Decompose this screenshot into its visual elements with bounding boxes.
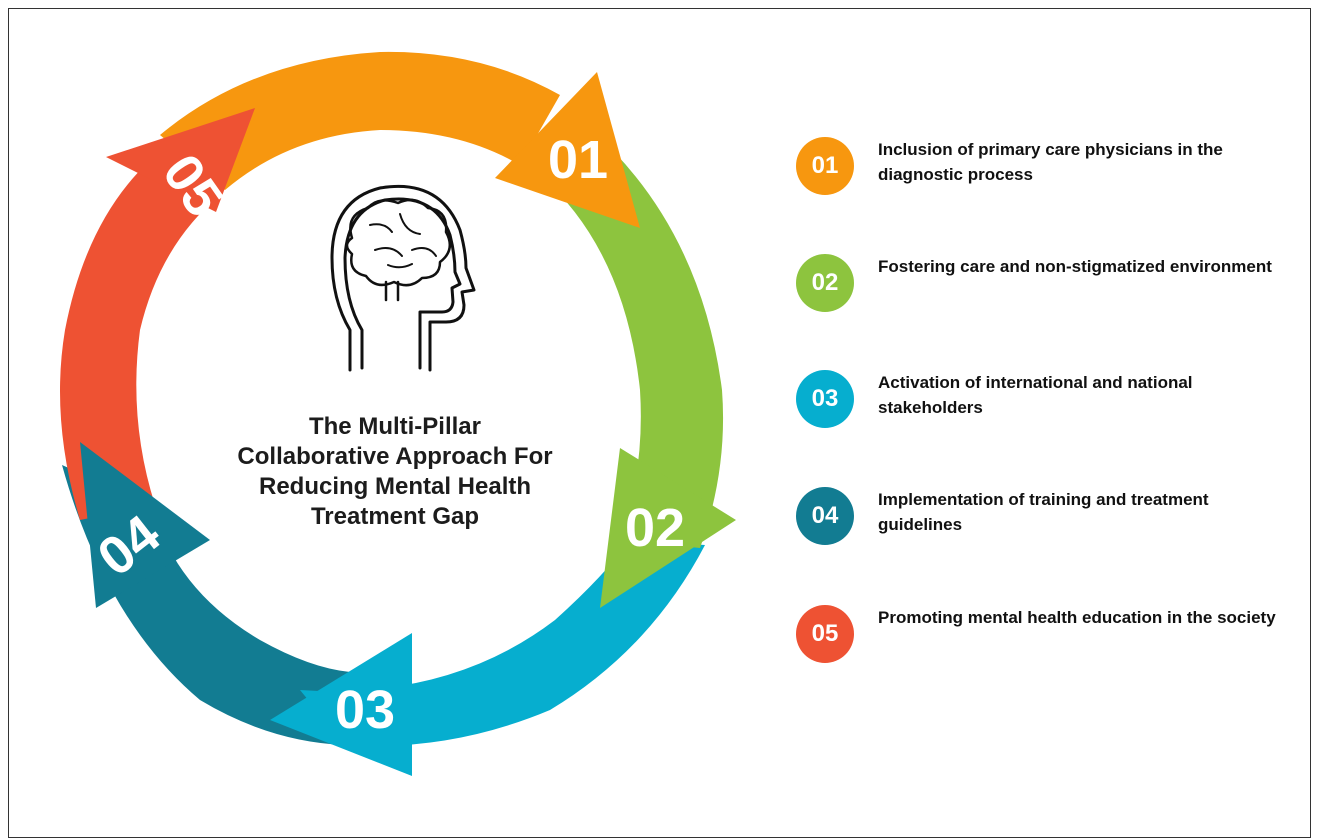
legend-text-03: Activation of international and national… bbox=[878, 373, 1193, 417]
arrowhead-01 bbox=[495, 72, 640, 228]
legend-text-05: Promoting mental health education in the… bbox=[878, 608, 1276, 627]
legend-badge-02: 02 bbox=[796, 254, 854, 312]
center-title-line-1: The Multi-Pillar bbox=[308, 413, 481, 440]
arrowhead-05 bbox=[106, 108, 255, 212]
legend-item-03: 03 Activation of international and natio… bbox=[796, 370, 1296, 434]
arrowhead-02 bbox=[600, 448, 736, 608]
ring-number-01: 01 bbox=[548, 130, 608, 190]
legend-text-04: Implementation of training and treatment… bbox=[878, 490, 1209, 534]
legend-item-04: 04 Implementation of training and treatm… bbox=[796, 487, 1296, 551]
legend-badge-04: 04 bbox=[796, 487, 854, 545]
center-title-line-4: Treatment Gap bbox=[310, 503, 480, 530]
legend-badge-01: 01 bbox=[796, 137, 854, 195]
ring-segment-05 bbox=[60, 110, 265, 520]
ring-segment-01 bbox=[160, 51, 560, 191]
ring-segment-02 bbox=[540, 120, 724, 548]
legend-badge-03: 03 bbox=[796, 370, 854, 428]
head-brain-icon bbox=[330, 184, 476, 372]
arrowhead-03 bbox=[270, 633, 412, 776]
legend-text-01: Inclusion of primary care physicians in … bbox=[878, 140, 1223, 184]
ring-number-03: 03 bbox=[335, 680, 395, 740]
arrowhead-04 bbox=[80, 442, 210, 608]
legend-badge-05: 05 bbox=[796, 605, 854, 663]
legend-text-02: Fostering care and non-stigmatized envir… bbox=[878, 257, 1272, 276]
legend-item-01: 01 Inclusion of primary care physicians … bbox=[796, 137, 1296, 201]
legend-item-05: 05 Promoting mental health education in … bbox=[796, 605, 1296, 669]
center-title-line-2: Collaborative Approach For bbox=[237, 443, 553, 470]
cycle-diagram: 01 02 03 04 05 bbox=[60, 51, 736, 776]
ring-number-02: 02 bbox=[625, 498, 685, 558]
center-title: The Multi-Pillar Collaborative Approach … bbox=[230, 412, 560, 532]
center-title-line-3: Reducing Mental Health bbox=[258, 473, 532, 500]
legend-item-02: 02 Fostering care and non-stigmatized en… bbox=[796, 254, 1296, 318]
